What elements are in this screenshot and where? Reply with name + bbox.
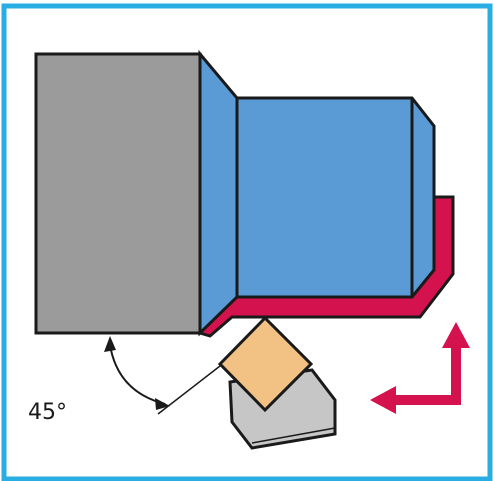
angle-arrowhead-bottom: [155, 398, 170, 410]
angle-arc: [109, 344, 166, 405]
tool-holder-detail-line: [251, 427, 336, 444]
angle-reference-line: [157, 365, 221, 415]
frame-border: [1, 3, 493, 481]
workpiece-chuck: [34, 52, 202, 335]
angle-arrowhead-top: [104, 336, 116, 352]
feed-direction-arrows-icon: [370, 322, 470, 414]
workpiece-body: [235, 96, 436, 299]
cutting-insert: [217, 315, 314, 413]
workpiece-chamfer: [198, 49, 239, 337]
angle-label: 45°: [28, 400, 67, 425]
